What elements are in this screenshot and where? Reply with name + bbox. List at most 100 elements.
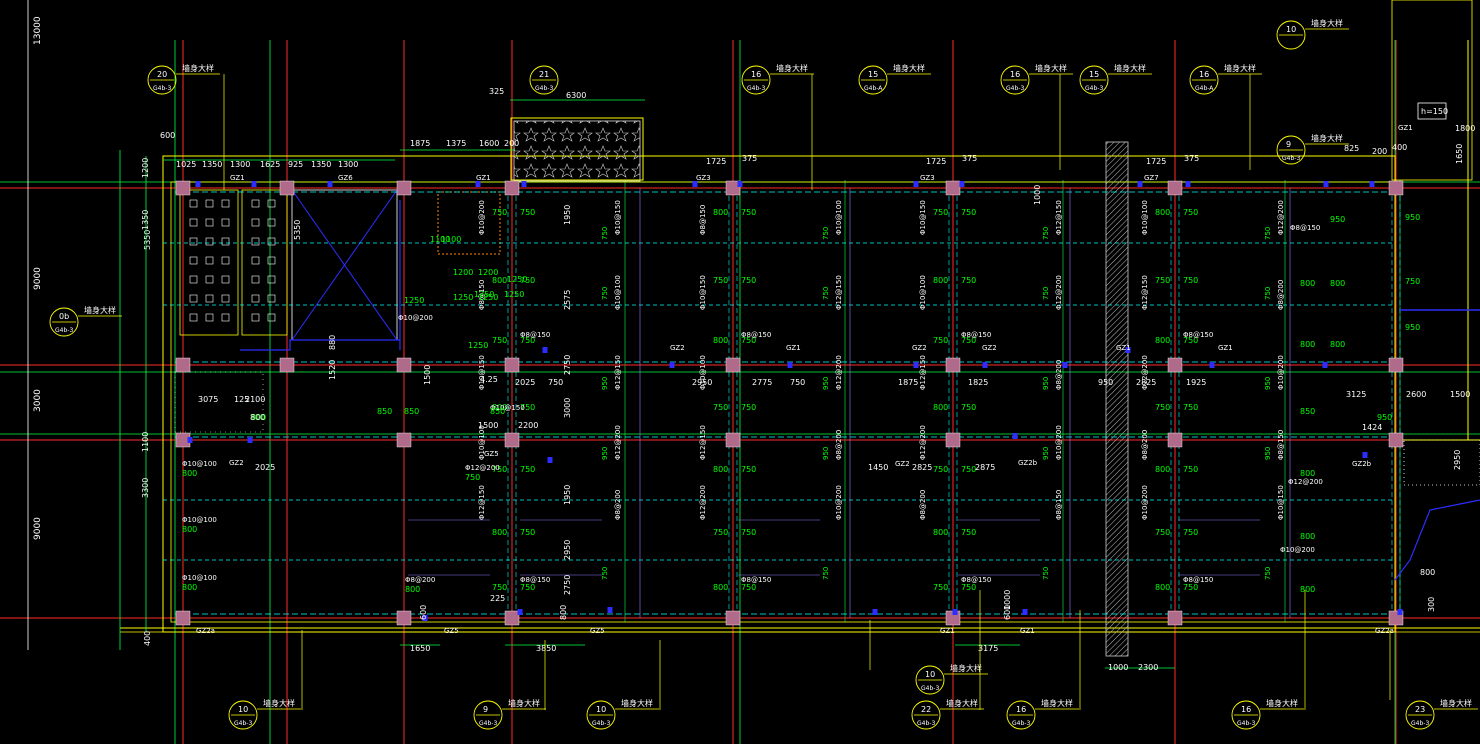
rebar-dim-label: 750 (520, 403, 535, 412)
rebar-dim-label: 800 (713, 465, 728, 474)
callout-number: 9 (1286, 140, 1291, 149)
column-square (1388, 357, 1404, 373)
row-dimension-label: 2600 (1406, 390, 1426, 399)
column-square (1167, 180, 1183, 196)
constructional-column-marker (737, 181, 743, 187)
stair-cell (189, 313, 198, 322)
detail-callout-circle (1079, 65, 1109, 95)
stair-cell (189, 237, 198, 246)
rebar-dim-label: 1250 (474, 290, 494, 299)
constructional-column-marker (247, 437, 253, 443)
rebar-spec-label: Φ10@200 (1280, 546, 1315, 554)
rebar-spec-label: Φ12@200 (1141, 355, 1149, 390)
callout-sheet-ref: G4b-3 (535, 85, 553, 92)
rebar-dim-label: 950 (601, 447, 609, 460)
column-mark-label: GZ1 (230, 174, 245, 182)
top-dim-400: 400 (1392, 143, 1407, 152)
stair-cell (205, 313, 214, 322)
rebar-dim-label: 750 (961, 403, 976, 412)
constructional-column-marker (787, 362, 793, 368)
stair-cell (221, 256, 230, 265)
dimension-vertical-label: 3000 (563, 398, 572, 418)
rebar-spec-label: Φ12@150 (1141, 275, 1149, 310)
rebar-spec-label: Φ8@200 (919, 490, 927, 520)
rebar-dim-label: 750 (822, 287, 830, 300)
rebar-dim-label: 1250 (453, 293, 473, 302)
callout-sheet-ref: G4b-3 (747, 85, 765, 92)
callout-sheet-ref: G4b-3 (921, 685, 939, 692)
detail-callout-circle (1276, 135, 1306, 165)
detail-callout-circle (49, 307, 79, 337)
rebar-spec-label: Φ12@150 (614, 355, 622, 390)
column-mark-label: GZ2a (196, 627, 215, 635)
top-dim-375c: 375 (1184, 154, 1199, 163)
rebar-spec-label: Φ10@100 (1141, 200, 1149, 235)
stair-cell (221, 313, 230, 322)
row-dimension-label: 2825 (912, 463, 932, 472)
rebar-spec-label: Φ8@150 (961, 331, 991, 339)
callout-number: 15 (868, 70, 878, 79)
callout-label: 墙身大样 (508, 698, 540, 708)
rebar-dim-label: 750 (822, 227, 830, 240)
callout-sheet-ref: G4b-3 (1237, 720, 1255, 727)
rebar-dim-label: 750 (1042, 567, 1050, 580)
rebar-dim-label: 750 (741, 465, 756, 474)
callout-label: 墙身大样 (1041, 698, 1073, 708)
rebar-dim-label: 850 (1300, 407, 1315, 416)
rebar-dim-label: 800 (713, 583, 728, 592)
left-dim-7: 1350 (141, 210, 150, 230)
dimension-vertical-label: 1000 (1033, 185, 1042, 205)
rebar-dim-label: 750 (1183, 276, 1198, 285)
top-dim-200: 200 (504, 139, 519, 148)
constructional-column-marker (1137, 181, 1143, 187)
callout-sheet-ref: G4b-A (1195, 85, 1214, 92)
dimension-vertical-label: 1000 (1003, 590, 1012, 610)
rebar-dim-label: 750 (1042, 287, 1050, 300)
rebar-dim-label: 750 (601, 227, 609, 240)
top-dim-1800: 1800 (1455, 124, 1475, 133)
dimension-vertical-label: 1950 (563, 485, 572, 505)
rebar-spec-label: Φ10@150 (699, 275, 707, 310)
callout-number: 16 (1241, 705, 1251, 714)
row-dimension-label: 750 (548, 378, 563, 387)
rebar-dim-label: 750 (492, 465, 507, 474)
column-mark-label: GZ1 (1218, 344, 1233, 352)
rebar-spec-label: Φ12@200 (1288, 478, 1323, 486)
stair-grid (179, 189, 288, 336)
row-dimension-label: 1825 (968, 378, 988, 387)
column-square (175, 180, 191, 196)
rebar-spec-label: Φ12@200 (465, 464, 500, 472)
rebar-spec-label: Φ10@200 (1141, 485, 1149, 520)
rebar-dim-label: 800 (1300, 532, 1315, 541)
rebar-dim-label: 750 (601, 287, 609, 300)
constructional-column-marker (1322, 362, 1328, 368)
column-square (396, 357, 412, 373)
constructional-column-marker (251, 181, 257, 187)
top-dim-1350b: 1350 (311, 160, 331, 169)
rebar-dim-label: 800 (251, 413, 266, 422)
top-dim-1875: 1875 (410, 139, 430, 148)
column-mark-label: GZ2 (895, 460, 910, 468)
stair-cell (221, 218, 230, 227)
column-mark-label: GZ7 (1144, 174, 1159, 182)
callout-label: 墙身大样 (84, 305, 116, 315)
constructional-column-marker (952, 609, 958, 615)
row-dimension-label: 2025 (515, 378, 535, 387)
left-dim-8: 1100 (141, 432, 150, 452)
rebar-spec-label: Φ12@200 (1055, 275, 1063, 310)
stair-cell (267, 199, 276, 208)
rebar-spec-label: Φ10@200 (478, 200, 486, 235)
rebar-dim-label: 950 (1264, 377, 1272, 390)
dimension-vertical-label: 1520 (328, 360, 337, 380)
row-dimension-label: 2950 (692, 378, 712, 387)
rebar-spec-label: Φ12@200 (699, 485, 707, 520)
constructional-column-marker (669, 362, 675, 368)
rebar-dim-label: 950 (1377, 413, 1392, 422)
column-mark-label: GZ5 (590, 627, 605, 635)
callout-number: 9 (483, 705, 488, 714)
top-dim-1625: 1625 (260, 160, 280, 169)
column-square (945, 432, 961, 448)
row-dimension-label: 3125 (1346, 390, 1366, 399)
bottom-dim-800b: 800 (1420, 568, 1435, 577)
